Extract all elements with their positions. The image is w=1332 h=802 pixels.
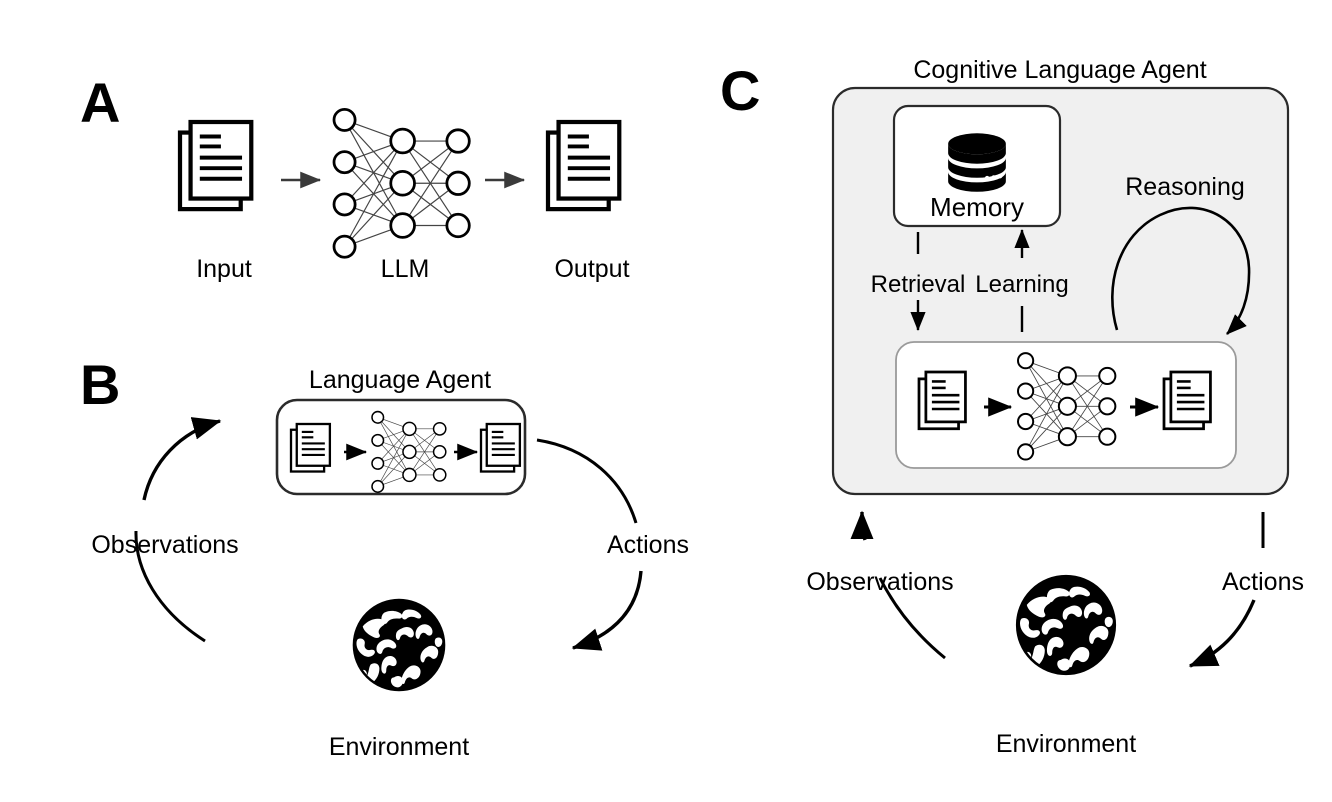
panel-a-input-document-icon	[180, 122, 251, 209]
panel-a-llm-label: LLM	[381, 255, 430, 283]
panel-c-observations-label: Observations	[806, 568, 953, 596]
panel-c-input-document-icon	[917, 370, 967, 431]
panel-c-observations-arc-lower	[878, 577, 946, 660]
panel-b-environment-globe-icon	[352, 598, 446, 692]
panel-c: C Cognitive Language Agent Memory Retrie…	[720, 56, 1304, 758]
panel-a-llm-network-icon	[332, 107, 471, 259]
learning-label: Learning	[975, 271, 1068, 298]
language-agent-box	[275, 398, 527, 496]
panel-b-actions-arc-lower	[571, 570, 643, 651]
reasoning-loop-arrow	[1111, 206, 1251, 335]
panel-b-input-document-icon	[289, 422, 332, 473]
panel-c-output-document-icon	[1162, 370, 1212, 431]
panel-c-letter: C	[720, 59, 760, 122]
panel-b-observations-arc-lower	[134, 530, 206, 643]
panel-b-letter: B	[80, 353, 120, 416]
panel-c-actions-label: Actions	[1222, 568, 1304, 596]
panel-c-environment-globe-icon	[1015, 574, 1117, 676]
panel-c-title: Cognitive Language Agent	[913, 56, 1206, 84]
panel-b: B Language Agent Observations Actions En…	[80, 353, 689, 761]
panel-a-output-label: Output	[554, 255, 629, 283]
panel-a: A Input LLM Output	[80, 71, 630, 283]
panel-b-actions-arc-upper	[536, 438, 638, 524]
reasoning-label: Reasoning	[1125, 173, 1245, 201]
panel-b-actions-label: Actions	[607, 531, 689, 559]
panel-a-letter: A	[80, 71, 120, 134]
panel-b-language-agent-title: Language Agent	[309, 366, 491, 394]
retrieval-label: Retrieval	[871, 271, 966, 298]
panel-b-observations-label: Observations	[91, 531, 238, 559]
panel-c-environment-label: Environment	[996, 730, 1136, 758]
memory-box	[892, 104, 1062, 228]
panel-a-input-label: Input	[196, 255, 252, 283]
panel-b-environment-label: Environment	[329, 733, 469, 761]
panel-c-actions-arc-lower	[1188, 599, 1256, 668]
panel-b-observations-arc-upper	[142, 417, 222, 501]
memory-label: Memory	[930, 192, 1024, 222]
panel-a-output-document-icon	[548, 122, 619, 209]
panel-b-output-document-icon	[479, 422, 522, 473]
panel-c-observations-arc-upper	[850, 510, 874, 541]
